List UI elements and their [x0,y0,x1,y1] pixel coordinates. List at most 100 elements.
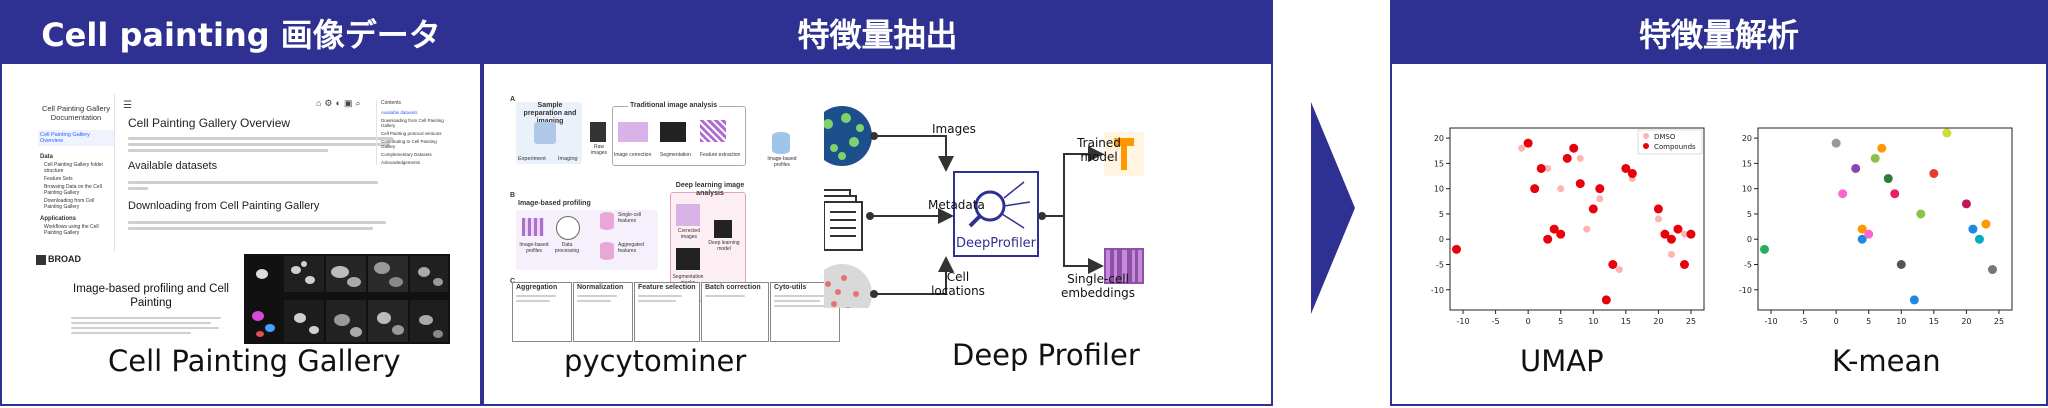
data-point [1667,250,1675,258]
x-tick-label: 0 [1834,317,1839,326]
aggregated-label: Aggregated features [618,242,644,254]
x-tick-label: 10 [1896,317,1906,326]
data-point [1549,224,1559,234]
data-point [1523,138,1533,148]
data-point [1877,143,1887,153]
data-point [1909,295,1919,305]
x-tick-label: 25 [1686,317,1696,326]
segmentation-icon [660,122,686,142]
data-point [1595,184,1605,194]
y-tick-label: 15 [1434,159,1444,168]
data-point [1557,185,1565,193]
dp-logo-text: DeepProfiler [956,236,1037,251]
image-correction-icon [618,122,648,142]
y-tick-label: 10 [1434,185,1444,194]
feature-extraction-label: Feature extraction [700,152,741,158]
doc-screenshot: Cell Painting Gallery Documentation Cell… [38,94,448,252]
toc-item[interactable]: Complementary Datasets [381,152,432,157]
toc-item[interactable]: Available datasets [381,110,418,115]
caption-deep-profiler: Deep Profiler [952,338,1140,372]
toc-item[interactable]: Contributing to Cell Painting Gallery [381,139,437,149]
data-point [1883,174,1893,184]
caption-umap: UMAP [1520,344,1604,378]
y-tick-label: 5 [1747,210,1752,219]
data-point [1838,189,1848,199]
toc-item[interactable]: Cell Painting protocol versions [381,131,442,136]
ibp-title: Image-based profiling [518,200,591,207]
x-tick-label: -10 [1764,317,1777,326]
x-tick-label: -5 [1800,317,1808,326]
data-point [1968,224,1978,234]
data-point [1981,219,1991,229]
data-point [1543,234,1553,244]
data-point [1530,184,1540,194]
corrected-images-icon [676,204,700,226]
dp-trained-model-label: Trained model [1077,136,1121,164]
dp-embeddings-label: Single-cell embeddings [1060,272,1136,300]
legend-marker [1643,133,1649,139]
broad-logo-text: BROAD [48,254,81,264]
segmentation-masks-icon [676,248,700,270]
doc-sidebar-item[interactable]: Cell Painting Gallery folder structure [44,162,104,174]
deep-model-label: Deep learning model [708,240,740,252]
y-tick-label: 20 [1434,134,1444,143]
doc-sidebar-item[interactable]: Downloading from Cell Painting Gallery [44,198,95,210]
microscope-icon [534,122,556,144]
data-point [1673,224,1683,234]
toc-item[interactable]: Downloading from Cell Painting Gallery [381,118,444,128]
data-point [1831,138,1841,148]
deep-learning-label: Deep learning image analysis [675,182,745,197]
legend-marker [1643,143,1649,149]
x-tick-label: 20 [1961,317,1971,326]
metadata-node [824,189,863,251]
doc-body-2 [128,178,398,193]
data-processing-icon [556,216,580,240]
ibp-profiles-label: Image-based profiles [519,242,549,254]
y-tick-label: 20 [1742,134,1752,143]
aggregated-db [600,242,614,260]
sample-prep-label: Sample preparation and imaging [523,102,577,125]
data-point [1608,260,1618,269]
step-feature-selection-label: Feature selection [638,284,696,291]
doc-sidebar-active[interactable]: Cell Painting Gallery Overview [38,130,114,146]
doc-sidebar: Cell Painting Gallery Documentation Cell… [38,94,115,252]
x-tick-label: -5 [1492,317,1500,326]
doc-sidebar-item[interactable]: Feature Sets [44,176,73,182]
data-point [1929,169,1939,178]
y-tick-label: 15 [1742,159,1752,168]
toc-item[interactable]: Acknowledgements [381,160,421,165]
doc-body-1 [128,134,398,155]
single-cell-label: Single-cell features [618,212,642,224]
doc-sidebar-item[interactable]: Browsing Data on the Cell Painting Galle… [44,184,102,196]
flow-arrow [1311,102,1355,314]
data-point [1987,265,1997,275]
y-tick-label: -5 [1436,261,1444,270]
plot-area [1757,127,2013,311]
step-box-batch-correction: Batch correction [701,282,769,342]
image-based-profiles-label: Image-based profiles [767,156,797,168]
data-point [1679,260,1689,269]
toolbar-icons[interactable]: ⌂⚙◐▣⌕ [316,98,364,108]
data-point [1857,224,1867,234]
menu-icon[interactable]: ☰ [123,100,132,111]
doc-sidebar-item[interactable]: Workflows using the Cell Painting Galler… [44,224,99,236]
data-point [1890,189,1900,199]
data-point [1588,204,1598,214]
data-point [1942,128,1952,138]
data-point [1974,234,1984,244]
data-point [1961,199,1971,209]
data-point [1857,234,1867,244]
y-tick-label: 0 [1439,235,1444,244]
x-tick-label: 0 [1526,317,1531,326]
single-cell-db [600,212,614,230]
y-tick-label: 5 [1439,210,1444,219]
data-point [1870,153,1880,163]
pycytominer-figure: A Sample preparation and imaging Experim… [510,96,840,342]
panel-feature-extraction: 特徴量抽出 A Sample preparation and imaging E… [482,0,1273,406]
data-point [1851,163,1861,173]
segmentation-label: Segmentation [660,152,691,158]
y-tick-label: 10 [1742,185,1752,194]
data-point [1583,225,1591,233]
data-point [1654,215,1662,223]
data-point [1666,234,1676,244]
